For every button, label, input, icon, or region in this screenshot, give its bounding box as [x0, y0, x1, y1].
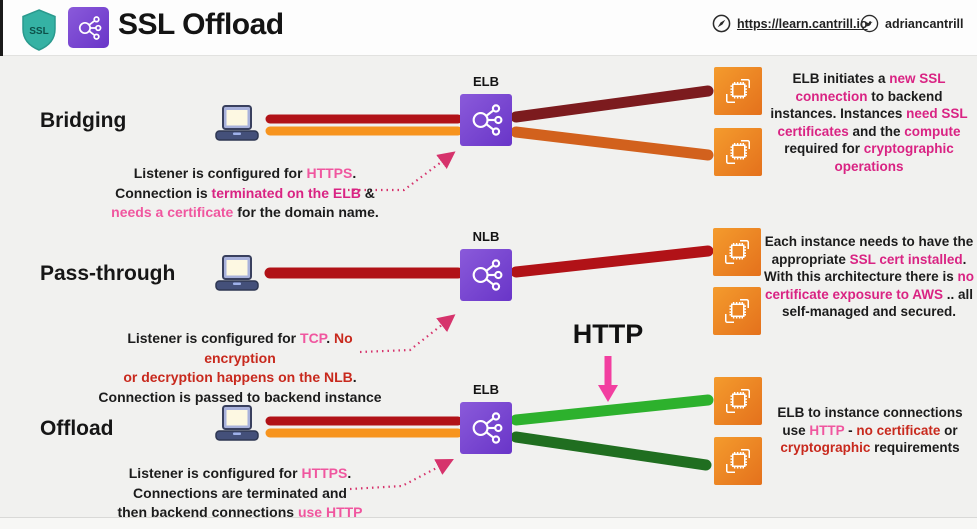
note-line: needs a certificate for the domain name. [105, 203, 385, 223]
passthrough-left-note: Listener is configured for TCP. No encry… [90, 329, 390, 407]
text-segment: & [360, 184, 375, 201]
text-segment: - [844, 422, 857, 438]
text-segment: HTTPS [301, 465, 348, 481]
elb-icon-offload [460, 402, 512, 454]
offload-left-note: Listener is configured for HTTPS. Connec… [100, 464, 380, 523]
passthrough-backend-line [510, 245, 714, 278]
ec2-instance-icon [713, 228, 761, 276]
text-segment: HTTP [809, 422, 845, 438]
note-line: Connections are terminated and [100, 484, 380, 504]
screen-edge [0, 0, 3, 56]
text-segment: cryptographic [780, 440, 871, 455]
text-segment: to backend instances. Instances [770, 88, 943, 122]
nlb-icon-passthrough [460, 249, 512, 301]
ec2-instance-icon [714, 437, 762, 485]
lb-label-nlb: NLB [472, 229, 500, 244]
note-line: then backend connections use HTTP [100, 503, 380, 523]
row-label-passthrough: Pass-through [40, 262, 176, 285]
text-segment: TCP [300, 330, 327, 346]
bridging-right-note: ELB initiates a new SSL connection to ba… [768, 70, 970, 175]
note-line: or decryption happens on the NLB. [90, 368, 390, 388]
offload-right-note: ELB to instance connections use HTTP - n… [772, 404, 968, 457]
text-segment: for the domain name. [233, 204, 379, 220]
text-segment: or decryption happens on the NLB [123, 369, 353, 385]
text-segment: no certificate [856, 422, 941, 438]
ec2-instance-icon [713, 287, 761, 335]
note-line: Listener is configured for TCP. No encry… [90, 329, 390, 368]
text-segment: no certificate exposure to AWS [764, 269, 974, 302]
note-line: Listener is configured for HTTPS. [105, 164, 385, 184]
bridging-left-note: Listener is configured for HTTPS. Connec… [105, 164, 385, 223]
text-segment: Listener is configured for [127, 330, 301, 346]
text-segment: Listener is configured for [128, 465, 302, 481]
row-label-offload: Offload [40, 417, 114, 440]
text-segment: HTTPS [306, 165, 353, 181]
header-bar: SSL SSL Offload https://learn.cantrill.i… [0, 0, 977, 56]
text-segment: Each instance needs to have the appropri… [764, 234, 974, 267]
note-line: Connection is passed to backend instance [90, 388, 390, 408]
text-segment: ELB initiates a [792, 71, 890, 86]
passthrough-right-note: Each instance needs to have the appropri… [764, 233, 974, 321]
lb-label-elb-2: ELB [473, 382, 499, 397]
text-segment: use HTTP [297, 504, 363, 520]
course-site-url: https://learn.cantrill.io [737, 16, 868, 31]
text-segment: SSL cert installed [849, 251, 963, 267]
text-segment: need SSL certificates [777, 106, 968, 139]
text-segment: No encryption [204, 330, 353, 366]
text-segment: requirements [870, 440, 960, 455]
twitter-bird-icon [860, 14, 879, 33]
text-segment: . [347, 465, 352, 481]
offload-backend-http-line-2 [510, 431, 712, 471]
text-segment: new SSL connection [795, 71, 946, 104]
client-laptop-icon [215, 405, 259, 441]
text-segment: . [352, 369, 357, 385]
http-flow-label: HTTP [572, 319, 644, 349]
page-title: SSL Offload [118, 8, 284, 41]
ec2-instance-icon [714, 67, 762, 115]
offload-backend-http-line-1 [510, 394, 714, 426]
load-balancer-app-icon [68, 7, 109, 48]
client-laptop-icon [215, 105, 259, 141]
client-laptop-icon [215, 255, 259, 291]
row-label-bridging: Bridging [40, 109, 127, 132]
text-segment: .. all self-managed and secured. [781, 286, 974, 320]
text-segment: then backend connections [117, 504, 298, 520]
course-site-link[interactable]: https://learn.cantrill.io [712, 14, 868, 33]
text-segment: needs a certificate [111, 204, 234, 220]
text-segment: terminated on the ELB [211, 184, 361, 201]
elb-icon-bridging [460, 94, 512, 146]
text-segment: Connection is passed to backend instance [98, 388, 382, 405]
text-segment: ELB to instance connections use [777, 405, 963, 438]
http-pointer-arrow-head [598, 385, 618, 402]
bridging-backend-line-2 [510, 126, 714, 161]
twitter-handle: adriancantrill [885, 16, 964, 31]
note-line: Connection is terminated on the ELB & [105, 184, 385, 204]
ec2-instance-icon [714, 128, 762, 176]
text-segment: cryptographic operations [834, 141, 954, 174]
text-segment: . [352, 165, 357, 181]
footer-strip [0, 517, 977, 529]
ec2-instance-icon [714, 377, 762, 425]
text-segment: . [326, 330, 334, 346]
text-segment: required for [784, 141, 864, 156]
text-segment: Listener is configured for [133, 165, 307, 181]
text-segment: . With this architecture there is [764, 251, 967, 285]
lb-label-elb-1: ELB [473, 74, 499, 89]
text-segment: Connection is [115, 184, 212, 201]
ssl-shield-icon: SSL [22, 9, 56, 51]
shield-badge-text: SSL [29, 26, 48, 37]
twitter-handle-link[interactable]: adriancantrill [860, 14, 964, 33]
text-segment: Connections are terminated and [133, 484, 347, 501]
text-segment: or [940, 422, 958, 438]
bridging-backend-line-1 [510, 85, 714, 123]
load-balancer-glyph [78, 15, 101, 40]
text-segment: and the [848, 123, 905, 139]
compass-icon [712, 14, 731, 33]
text-segment: compute [904, 123, 961, 139]
note-line: Listener is configured for HTTPS. [100, 464, 380, 484]
